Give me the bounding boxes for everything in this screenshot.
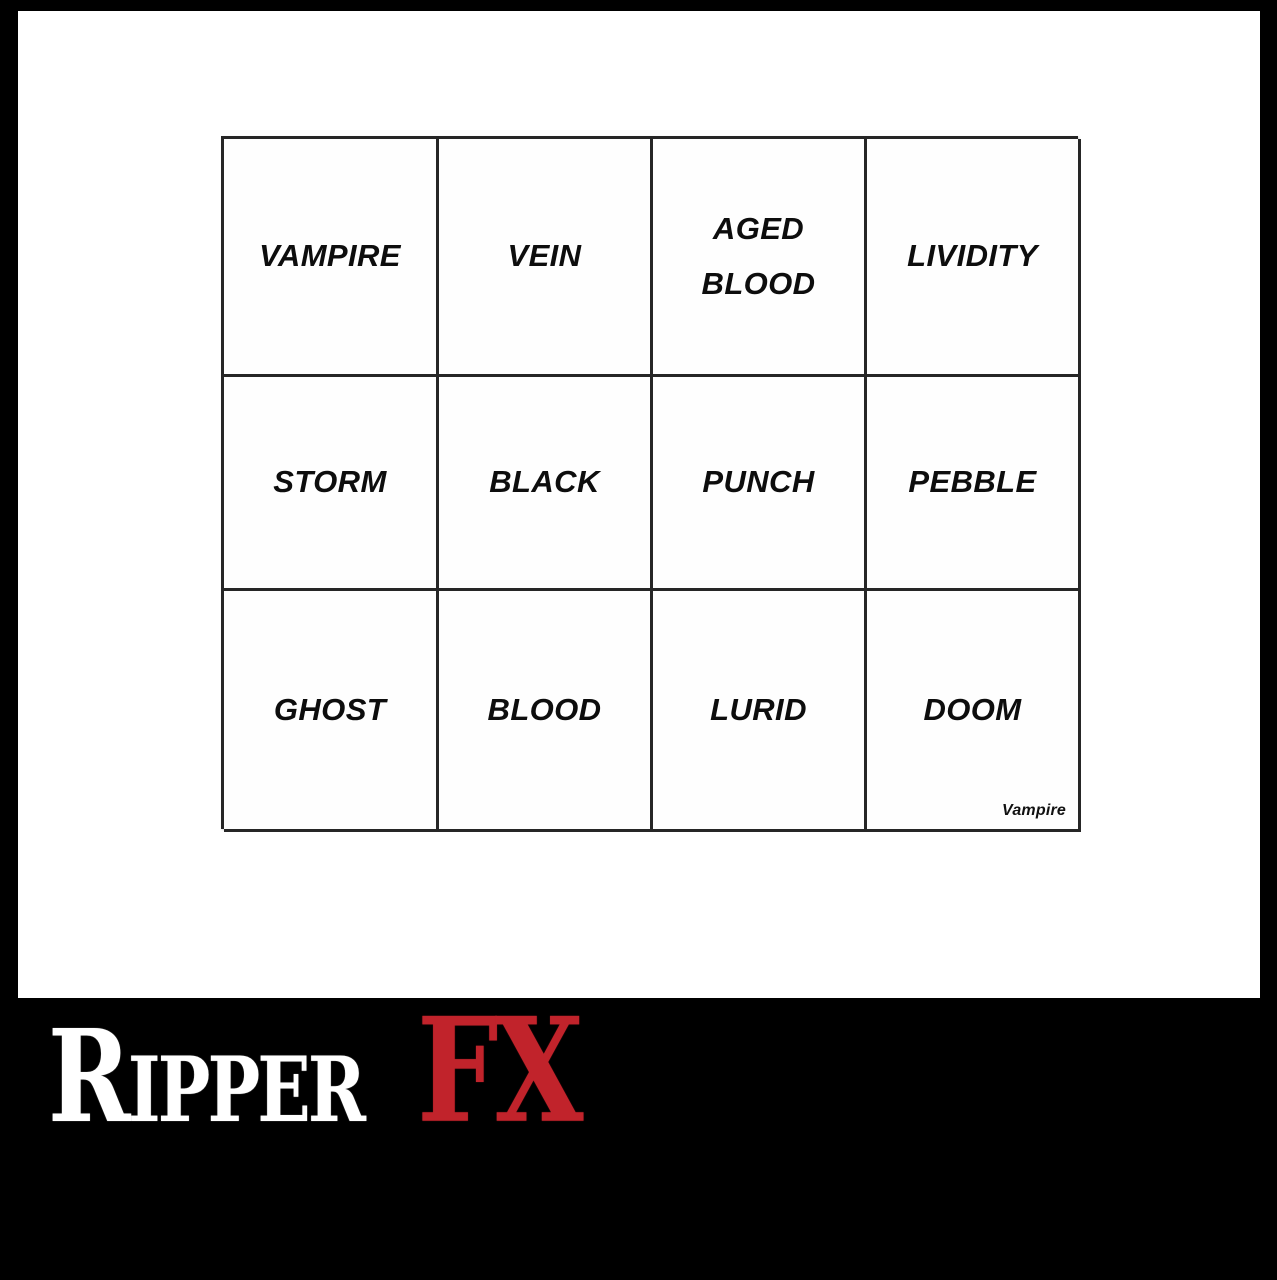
- swatch-cell-vein[interactable]: VEIN: [439, 139, 653, 377]
- swatch-cell-black[interactable]: BLACK: [439, 377, 653, 591]
- swatch-label: BLOOD: [487, 691, 602, 727]
- swatch-cell-lividity[interactable]: LIVIDITY: [867, 139, 1081, 377]
- swatch-label: PUNCH: [702, 464, 815, 500]
- swatch-grid: VAMPIRE VEIN AGED BLOOD LIVIDITY STORM B…: [221, 136, 1081, 832]
- swatch-label: LIVIDITY: [907, 238, 1038, 274]
- logo-word-fx: FX: [416, 985, 584, 1155]
- swatch-label: STORM: [273, 464, 387, 500]
- white-card-panel: VAMPIRE VEIN AGED BLOOD LIVIDITY STORM B…: [18, 11, 1260, 998]
- swatch-label: DOOM: [923, 691, 1022, 727]
- swatch-cell-aged-blood[interactable]: AGED BLOOD: [653, 139, 867, 377]
- swatch-cell-blood[interactable]: BLOOD: [439, 591, 653, 832]
- swatch-label: PEBBLE: [908, 464, 1037, 500]
- swatch-cell-ghost[interactable]: GHOST: [224, 591, 439, 832]
- swatch-label: BLACK: [489, 464, 600, 500]
- swatch-label: AGED BLOOD: [701, 211, 816, 301]
- swatch-cell-pebble[interactable]: PEBBLE: [867, 377, 1081, 591]
- swatch-cell-doom[interactable]: DOOM Vampire: [867, 591, 1081, 832]
- ripper-fx-logo: Ripper FX: [48, 998, 590, 1142]
- logo-word-ripper: Ripper: [48, 1002, 366, 1152]
- swatch-cell-storm[interactable]: STORM: [224, 377, 439, 591]
- swatch-cell-vampire[interactable]: VAMPIRE: [224, 139, 439, 377]
- swatch-label: VAMPIRE: [259, 238, 401, 274]
- swatch-label: LURID: [710, 691, 807, 727]
- swatch-cell-punch[interactable]: PUNCH: [653, 377, 867, 591]
- swatch-label: VEIN: [507, 238, 582, 274]
- swatch-label: GHOST: [273, 691, 387, 727]
- palette-name-caption: Vampire: [1002, 802, 1066, 819]
- swatch-cell-lurid[interactable]: LURID: [653, 591, 867, 832]
- brand-logo-band: Ripper FX: [0, 998, 1277, 1280]
